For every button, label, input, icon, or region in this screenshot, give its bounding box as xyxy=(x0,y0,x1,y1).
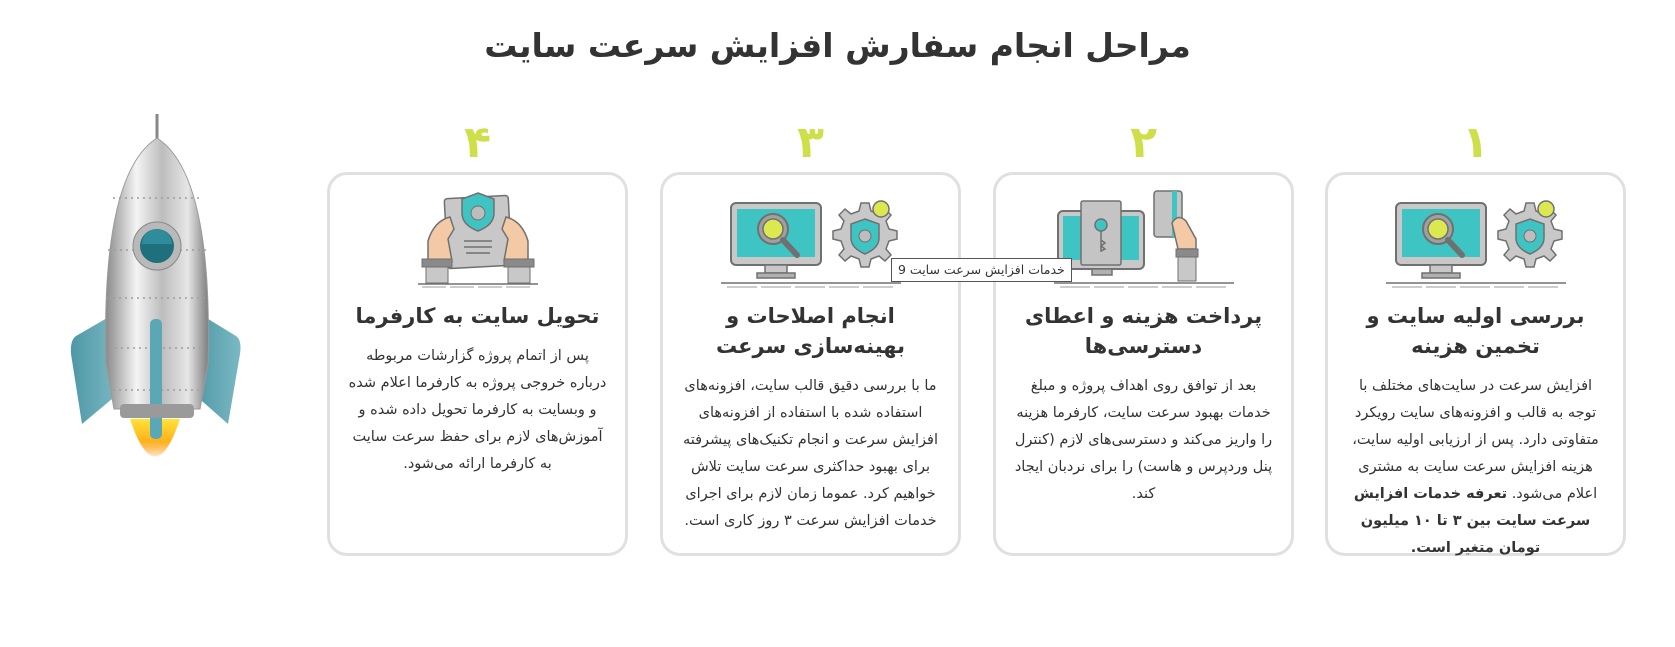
step-number-4: ۴ xyxy=(464,117,491,168)
rocket-icon xyxy=(70,114,241,457)
step-number-3: ۳ xyxy=(797,117,824,168)
step-number-2: ۲ xyxy=(1130,117,1157,168)
step-description-text: افزایش سرعت در سایت‌های مختلف با توجه به… xyxy=(1352,378,1599,502)
step-description-3: ما با بررسی دقیق قالب سایت، افزونه‌های ا… xyxy=(682,378,939,529)
image-tooltip: خدمات افزایش سرعت سایت 9 xyxy=(891,258,1072,282)
step-card-1: بررسی اولیه سایت و تخمین هزینه افزایش سر… xyxy=(1325,172,1626,556)
step-title-3: انجام اصلاحات و بهینه‌سازی سرعت xyxy=(715,304,906,358)
monitor-key-credit-card-icon xyxy=(1053,190,1234,288)
step-card-4: تحویل سایت به کارفرما پس از اتمام پروژه … xyxy=(327,172,628,556)
step-title-4: تحویل سایت به کارفرما xyxy=(355,304,600,328)
step-price-note: تعرفه خدمات افزایش سرعت سایت بین ۳ تا ۱۰… xyxy=(1353,486,1591,556)
step-card-2: پرداخت هزینه و اعطای دسترسی‌ها بعد از تو… xyxy=(993,172,1294,556)
step-title-2: پرداخت هزینه و اعطای دسترسی‌ها xyxy=(1024,304,1263,358)
hands-document-shield-icon xyxy=(417,192,538,288)
step-description-1: افزایش سرعت در سایت‌های مختلف با توجه به… xyxy=(1346,373,1605,562)
step-title-1: بررسی اولیه سایت و تخمین هزینه xyxy=(1366,304,1585,358)
page-title: مراحل انجام سفارش افزایش سرعت سایت xyxy=(484,26,1191,65)
monitor-search-gear-shield-icon xyxy=(720,200,901,288)
monitor-search-gear-shield-icon xyxy=(1385,200,1566,288)
step-number-1: ۱ xyxy=(1462,117,1489,168)
step-description-2: بعد از توافق روی اهداف پروژه و مبلغ خدما… xyxy=(1014,378,1273,502)
step-card-3: انجام اصلاحات و بهینه‌سازی سرعت ما با بر… xyxy=(660,172,961,556)
step-description-4: پس از اتمام پروژه گزارشات مربوطه درباره … xyxy=(348,348,607,472)
